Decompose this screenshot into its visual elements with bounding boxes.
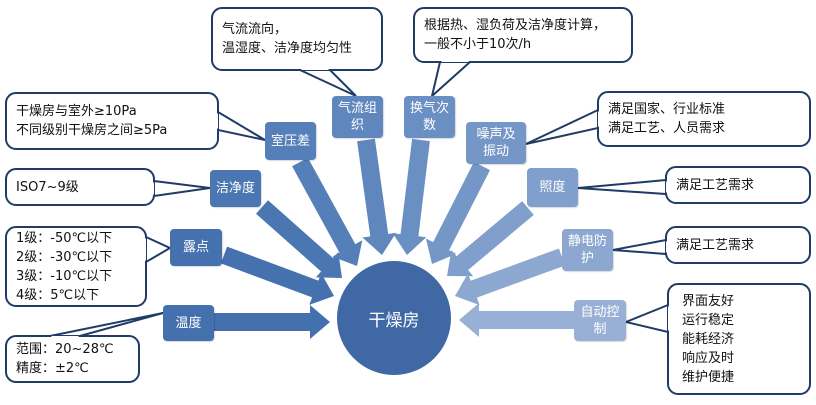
arrow-airflow bbox=[357, 138, 397, 255]
arrow-cleanliness bbox=[256, 200, 342, 278]
callout-box-air-changes bbox=[413, 7, 633, 63]
center-label: 干燥房 bbox=[368, 311, 420, 331]
callout-line: 维护便捷 bbox=[682, 369, 735, 385]
callout-tail-cleanliness bbox=[153, 179, 211, 198]
callout-line: 满足工艺需求 bbox=[676, 237, 755, 253]
callout-tail-airflow bbox=[299, 69, 357, 97]
callout-line: 气流流向， bbox=[222, 22, 288, 37]
callout-line: 界面友好 bbox=[682, 293, 735, 309]
callout-text-automation: 界面友好运行稳定能耗经济响应及时维护便捷 bbox=[682, 292, 734, 387]
arrow-illumination bbox=[447, 201, 534, 277]
node-label: 露点 bbox=[182, 240, 209, 255]
callout-line: 4级：5℃以下 bbox=[16, 287, 100, 303]
node-airflow: 气流组 织 bbox=[332, 96, 383, 138]
callout-line: 2级：-30℃以下 bbox=[16, 249, 113, 265]
callout-line: 不同级别干燥房之间≥5Pa bbox=[16, 123, 168, 138]
arrow-static bbox=[455, 248, 566, 306]
node-label: 室压差 bbox=[270, 133, 310, 149]
node-room-pressure: 室压差 bbox=[265, 122, 316, 160]
callout-tail-automation bbox=[622, 303, 669, 334]
node-label: 温度 bbox=[175, 315, 202, 331]
arrow-temperature bbox=[214, 305, 330, 339]
callouts-layer bbox=[5, 7, 811, 395]
callout-line: ISO7~9级 bbox=[16, 179, 79, 195]
callout-text-dew-point: 1级：-50℃以下 2级：-30℃以下 3级：-10℃以下 4级：5℃以下 bbox=[16, 229, 112, 305]
callout-text-static: 满足工艺需求 bbox=[676, 236, 754, 255]
node-noise: 噪声及 振动 bbox=[466, 122, 526, 164]
callout-text-temperature: 范围：20~28℃ 精度：±2℃ bbox=[16, 340, 114, 378]
node-illumination: 照度 bbox=[527, 168, 578, 207]
center-circle bbox=[337, 261, 451, 375]
arrow-noise bbox=[425, 161, 490, 264]
node-temperature: 温度 bbox=[163, 305, 214, 341]
callout-line: 温湿度、洁净度均匀性 bbox=[222, 41, 353, 56]
node-label: 静电防 护 bbox=[567, 234, 607, 266]
node-air-changes: 换气次 数 bbox=[404, 96, 455, 138]
callout-text-room-pressure: 干燥房与室外≥10Pa 不同级别干燥房之间≥5Pa bbox=[16, 102, 167, 140]
node-label: 照度 bbox=[539, 180, 566, 195]
callout-line: 1级：-50℃以下 bbox=[16, 230, 113, 246]
node-label: 换气次 数 bbox=[409, 101, 449, 133]
callout-tail-dew-point bbox=[145, 235, 173, 264]
callout-line: 精度：±2℃ bbox=[16, 361, 89, 376]
arrow-dew-point bbox=[220, 246, 334, 305]
node-label: 洁净度 bbox=[215, 181, 255, 196]
callout-line: 响应及时 bbox=[682, 350, 735, 366]
callout-line: 满足国家、行业标准 bbox=[608, 102, 726, 117]
callout-line: 干燥房与室外≥10Pa bbox=[16, 104, 137, 119]
callout-tail-air-changes bbox=[430, 61, 473, 99]
node-label: 自动控 制 bbox=[580, 304, 620, 337]
callout-line: 根据热、湿负荷及洁净度计算， bbox=[424, 18, 607, 33]
callout-line: 满足工艺需求 bbox=[676, 177, 755, 193]
callout-text-airflow: 气流流向， 温湿度、洁净度均匀性 bbox=[222, 20, 352, 58]
callout-line: 运行稳定 bbox=[682, 312, 735, 328]
arrow-room-pressure bbox=[292, 157, 363, 266]
callout-text-cleanliness: ISO7~9级 bbox=[16, 178, 79, 197]
arrows-layer bbox=[214, 138, 574, 339]
callout-line: 一般不小于10次/h bbox=[424, 37, 532, 52]
node-dew-point: 露点 bbox=[170, 229, 222, 266]
callout-box-automation bbox=[667, 283, 811, 395]
callout-line: 3级：-10℃以下 bbox=[16, 268, 113, 284]
node-label: 气流组 织 bbox=[337, 101, 377, 133]
callout-line: 满足工艺、人员需求 bbox=[608, 121, 726, 136]
arrow-air-changes bbox=[392, 138, 430, 255]
callout-box-airflow bbox=[211, 7, 383, 71]
arrow-automation bbox=[459, 303, 574, 337]
callout-tail-temperature bbox=[49, 312, 164, 337]
node-label: 噪声及 振动 bbox=[476, 127, 516, 159]
callout-text-air-changes: 根据热、湿负荷及洁净度计算， 一般不小于10次/h bbox=[424, 16, 606, 54]
node-static: 静电防 护 bbox=[562, 229, 613, 271]
callout-text-noise: 满足国家、行业标准满足工艺、人员需求 bbox=[608, 100, 725, 138]
callout-tail-noise bbox=[525, 108, 599, 145]
callout-box-dew-point bbox=[5, 226, 147, 307]
callout-tail-illumination bbox=[577, 178, 667, 196]
callout-text-illumination: 满足工艺需求 bbox=[676, 176, 754, 195]
callout-tail-room-pressure bbox=[217, 110, 266, 141]
callout-tail-static bbox=[612, 238, 667, 256]
node-cleanliness: 洁净度 bbox=[210, 170, 261, 207]
callout-line: 能耗经济 bbox=[682, 331, 735, 347]
callout-line: 范围：20~28℃ bbox=[16, 342, 114, 357]
node-automation: 自动控 制 bbox=[574, 300, 626, 341]
